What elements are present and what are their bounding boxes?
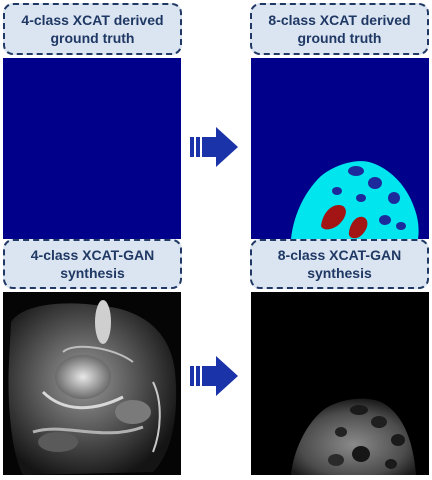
label-line-1: 8-class XCAT-GAN — [277, 247, 402, 263]
right-arrow-icon — [190, 127, 238, 167]
label-8class-synthesis: 8-class XCAT-GAN synthesis — [250, 239, 429, 289]
synthesis-8class-image — [251, 292, 429, 475]
label-line-1: 4-class XCAT-GAN — [30, 247, 155, 263]
label-4class-synthesis: 4-class XCAT-GAN synthesis — [3, 239, 182, 289]
segmentation-8class-image — [251, 58, 429, 239]
segmentation-8class-drawing — [291, 161, 419, 239]
synthesis-4class-image — [3, 292, 181, 475]
synthesis-4class-drawing — [8, 300, 177, 475]
label-4class-ground-truth: 4-class XCAT derived ground truth — [3, 3, 182, 55]
right-arrow-icon — [190, 356, 238, 396]
label-line-1: 4-class XCAT derived — [21, 12, 164, 28]
label-line-2: ground truth — [297, 30, 382, 46]
label-line-2: synthesis — [307, 265, 372, 281]
label-line-2: ground truth — [50, 30, 135, 46]
label-8class-ground-truth: 8-class XCAT derived ground truth — [250, 3, 429, 55]
segmentation-4class-image — [3, 58, 181, 239]
synthesis-8class-drawing — [291, 398, 416, 475]
label-line-1: 8-class XCAT derived — [268, 12, 411, 28]
label-line-2: synthesis — [60, 265, 125, 281]
